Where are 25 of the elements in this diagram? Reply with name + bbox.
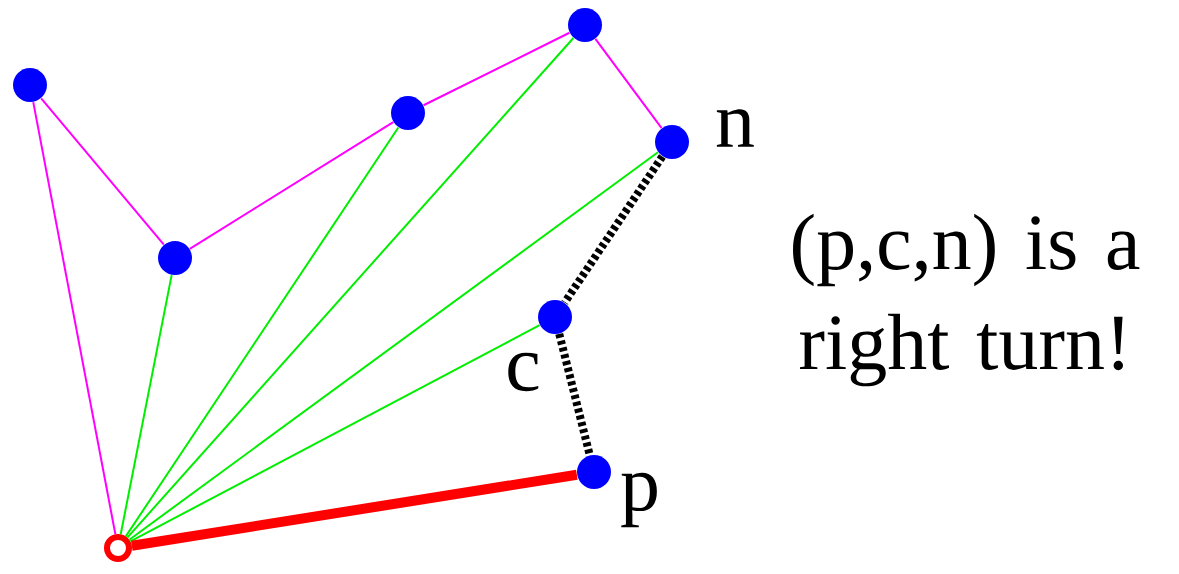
line-segment [32, 101, 117, 536]
dashed-segment [561, 154, 666, 305]
point [391, 96, 425, 130]
point [655, 125, 689, 159]
line-segment [128, 151, 659, 541]
start-point [104, 534, 132, 562]
line-segment [422, 31, 571, 107]
line-segment [124, 126, 400, 538]
point-label: p [621, 472, 657, 528]
line-segment [119, 274, 173, 536]
point [13, 68, 47, 102]
line-segment [40, 97, 165, 246]
point [158, 241, 192, 275]
dashed-segment [555, 332, 594, 457]
line-segment [129, 324, 541, 543]
thick-segment [131, 469, 578, 551]
point-label: n [716, 109, 754, 147]
line-segment [126, 37, 575, 539]
point [568, 8, 602, 42]
point [577, 455, 611, 489]
line-segment [594, 37, 663, 130]
line-segment [188, 121, 395, 250]
point-label: c [508, 352, 539, 392]
point [538, 300, 572, 334]
note-text: (p,c,n) is a right turn! [793, 213, 1140, 387]
